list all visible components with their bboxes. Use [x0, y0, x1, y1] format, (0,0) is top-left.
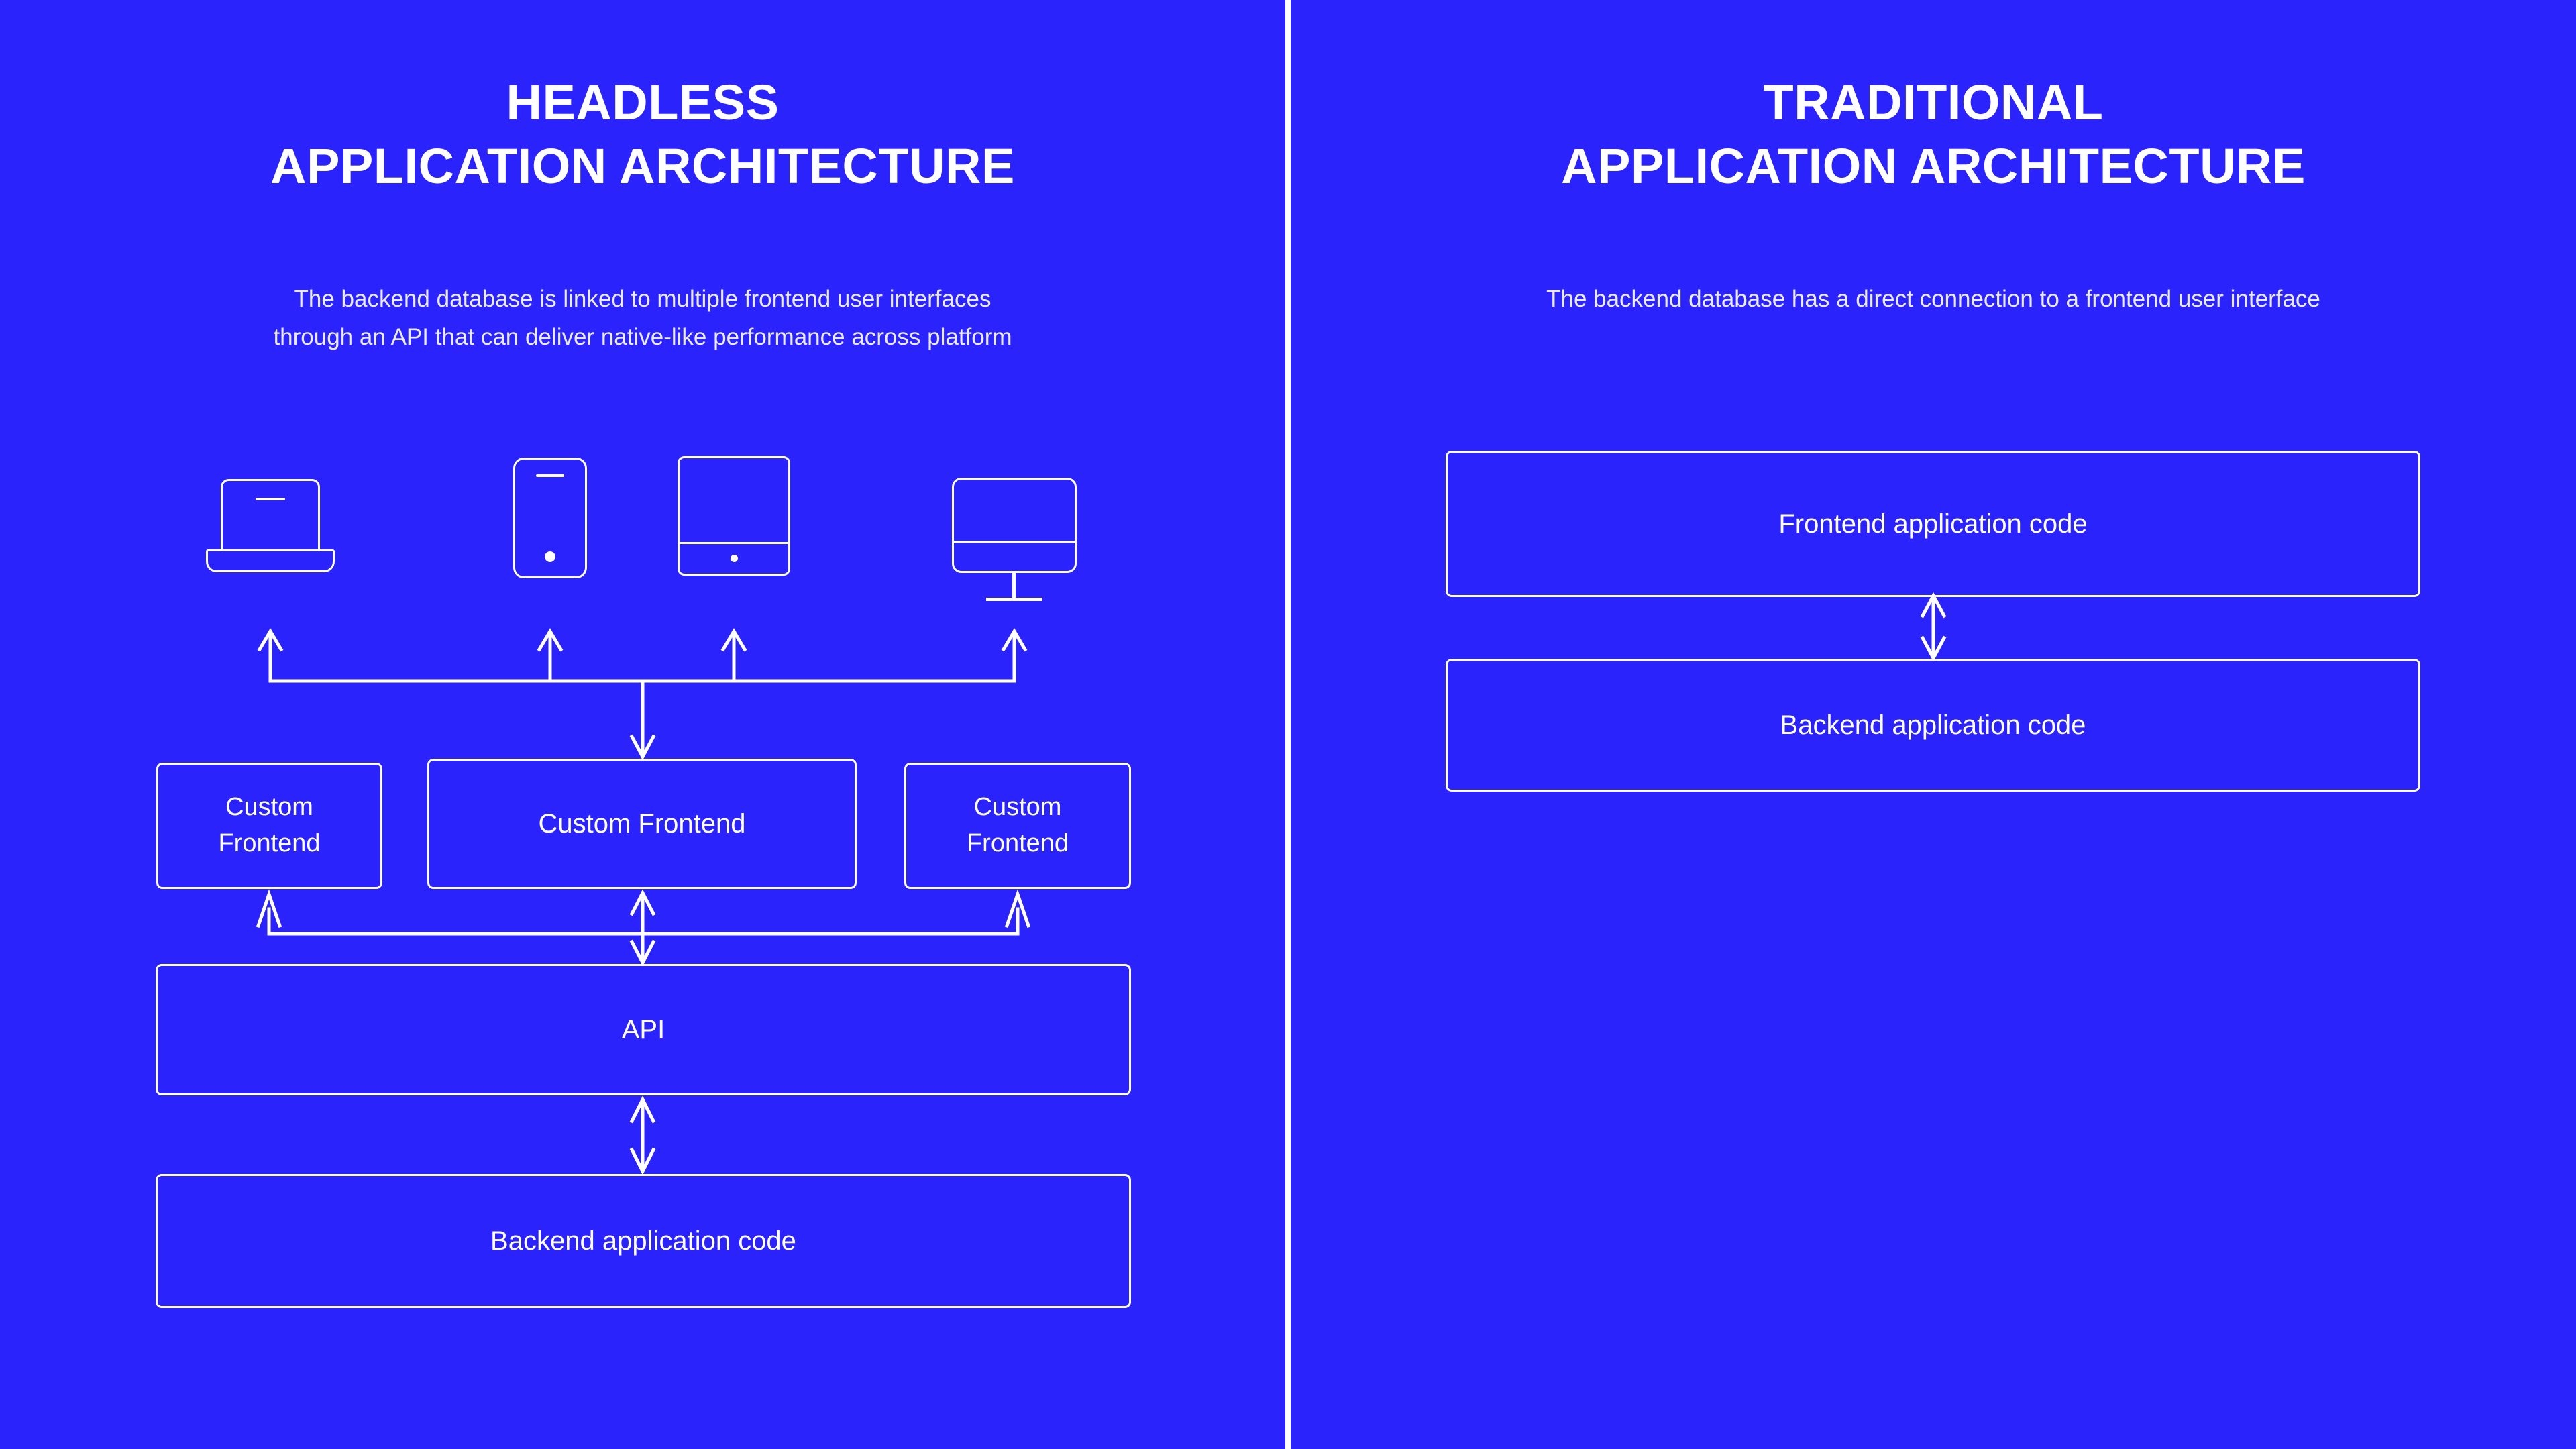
custom-frontend-box-center-label: Custom Frontend: [538, 808, 746, 839]
right-panel-subtitle: The backend database has a direct connec…: [1291, 280, 2576, 319]
desktop-monitor-icon: [952, 478, 1077, 601]
right-backend-box-label: Backend application code: [1780, 710, 2086, 740]
right-subtitle-line-1: The backend database has a direct connec…: [1546, 286, 2320, 312]
monitor-stand-foot: [986, 598, 1042, 601]
right-frontend-box-label: Frontend application code: [1778, 508, 2088, 539]
left-subtitle-line-1: The backend database is linked to multip…: [294, 286, 991, 312]
monitor-stand-stem: [1012, 572, 1016, 600]
left-panel-subtitle: The backend database is linked to multip…: [0, 280, 1285, 356]
monitor-bezel-divider: [952, 541, 1077, 543]
right-panel-heading: TRADITIONAL APPLICATION ARCHITECTURE: [1291, 71, 2576, 198]
bus-to-frontend-arrowhead: [629, 734, 656, 761]
frontend-left-arrowhead: [256, 889, 282, 928]
left-heading-line-1: HEADLESS: [506, 74, 780, 130]
api-backend-down-arrowhead: [629, 1147, 656, 1175]
panel-divider: [1285, 0, 1291, 1449]
laptop-screen-part: [221, 479, 320, 551]
right-heading-line-2: APPLICATION ARCHITECTURE: [1561, 138, 2306, 194]
custom-frontend-box-center[interactable]: Custom Frontend: [427, 759, 857, 889]
frontend-api-up-arrowhead: [629, 889, 656, 916]
tablet-icon: [678, 456, 790, 576]
mobile-phone-icon: [513, 458, 587, 578]
left-backend-box[interactable]: Backend application code: [156, 1174, 1131, 1308]
laptop-base-part: [206, 549, 335, 572]
tablet-arrowhead: [720, 628, 747, 652]
right-heading-line-1: TRADITIONAL: [1763, 74, 2104, 130]
laptop-icon: [206, 479, 335, 574]
frontend-backend-up-arrowhead: [1920, 592, 1947, 619]
tablet-bezel-divider: [678, 542, 790, 544]
right-backend-box[interactable]: Backend application code: [1446, 659, 2420, 792]
monitor-body-part: [952, 478, 1077, 573]
api-box-label: API: [621, 1014, 665, 1044]
left-backend-box-label: Backend application code: [490, 1226, 796, 1256]
frontend-backend-down-arrowhead: [1920, 635, 1947, 662]
monitor-arrowhead: [1001, 628, 1028, 652]
laptop-camera-notch: [256, 498, 285, 500]
headless-architecture-panel: HEADLESS APPLICATION ARCHITECTURE The ba…: [0, 0, 1285, 1449]
api-backend-up-arrowhead: [629, 1095, 656, 1124]
phone-home-button: [545, 551, 555, 562]
laptop-arrowhead: [257, 628, 284, 652]
tablet-home-button: [731, 555, 738, 562]
left-heading-line-2: APPLICATION ARCHITECTURE: [270, 138, 1015, 194]
left-panel-heading: HEADLESS APPLICATION ARCHITECTURE: [0, 71, 1285, 198]
phone-arrowhead: [537, 628, 564, 652]
phone-body-part: [513, 458, 587, 578]
phone-speaker-slot: [536, 474, 564, 477]
traditional-architecture-panel: TRADITIONAL APPLICATION ARCHITECTURE The…: [1291, 0, 2576, 1449]
tablet-body-part: [678, 456, 790, 576]
frontend-right-arrowhead: [1004, 889, 1031, 928]
right-frontend-box[interactable]: Frontend application code: [1446, 451, 2420, 597]
api-box[interactable]: API: [156, 964, 1131, 1095]
left-subtitle-line-2: through an API that can deliver native-l…: [273, 323, 1012, 350]
frontend-api-down-arrowhead: [629, 939, 656, 967]
